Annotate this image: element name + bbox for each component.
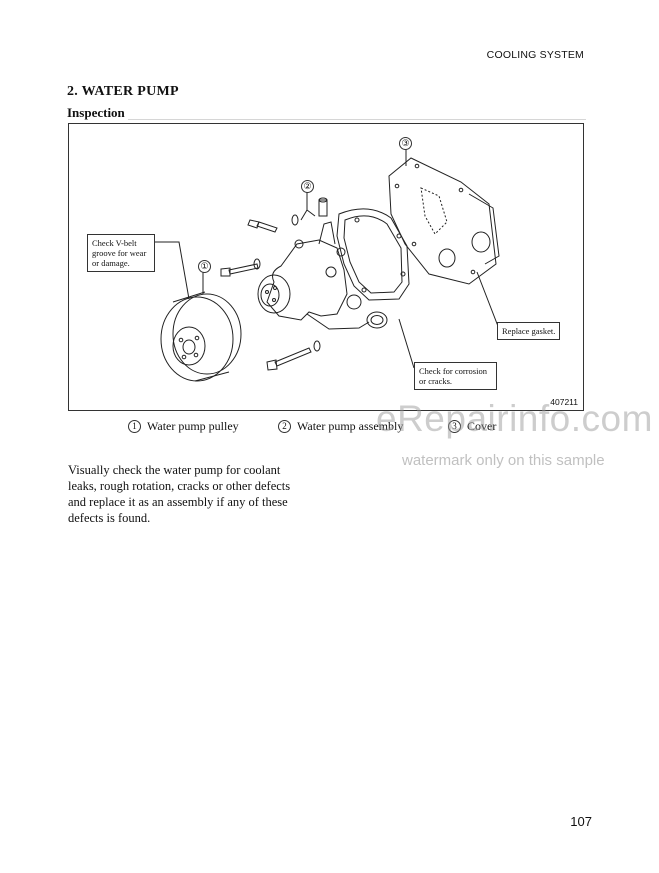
- figure-number: 407211: [550, 397, 578, 407]
- subheading: Inspection: [67, 105, 125, 120]
- callout-corrosion: Check for corrosion or cracks.: [414, 362, 497, 390]
- page-number: 107: [570, 814, 592, 829]
- callout-vbelt: Check V-belt groove for wear or damage.: [87, 234, 155, 272]
- callout-gasket: Replace gasket.: [497, 322, 561, 340]
- legend-num: 1: [128, 420, 141, 433]
- pulley-outer: [160, 296, 234, 382]
- exploded-view-drawing: [155, 148, 502, 382]
- subheading-rule: [128, 119, 586, 120]
- legend-label: Cover: [467, 419, 497, 433]
- cover: [388, 157, 497, 285]
- legend-label: Water pump pulley: [147, 419, 239, 433]
- legend-label: Water pump assembly: [297, 419, 404, 433]
- legend-num: 2: [278, 420, 291, 433]
- part-marker-3: ③: [399, 137, 412, 150]
- part-marker-1: ①: [198, 260, 211, 273]
- pump-body: [266, 239, 348, 321]
- legend-item-pump-assembly: 2 Water pump assembly: [278, 419, 403, 434]
- legend-num: 3: [448, 420, 461, 433]
- watermark-main: eRepairinfo.com: [376, 398, 653, 439]
- legend-item-pulley: 1 Water pump pulley: [128, 419, 239, 434]
- legend-item-cover: 3 Cover: [448, 419, 496, 434]
- gasket: [336, 208, 410, 301]
- water-pump-diagram: ① ② ③ Check V-belt groove for wear or da…: [68, 123, 584, 411]
- section-header: COOLING SYSTEM: [486, 49, 584, 61]
- section-title: 2. WATER PUMP: [67, 84, 179, 99]
- watermark-sub: watermark only on this sample: [402, 452, 605, 469]
- part-marker-2: ②: [301, 180, 314, 193]
- inspection-text: Visually check the water pump for coolan…: [68, 463, 291, 525]
